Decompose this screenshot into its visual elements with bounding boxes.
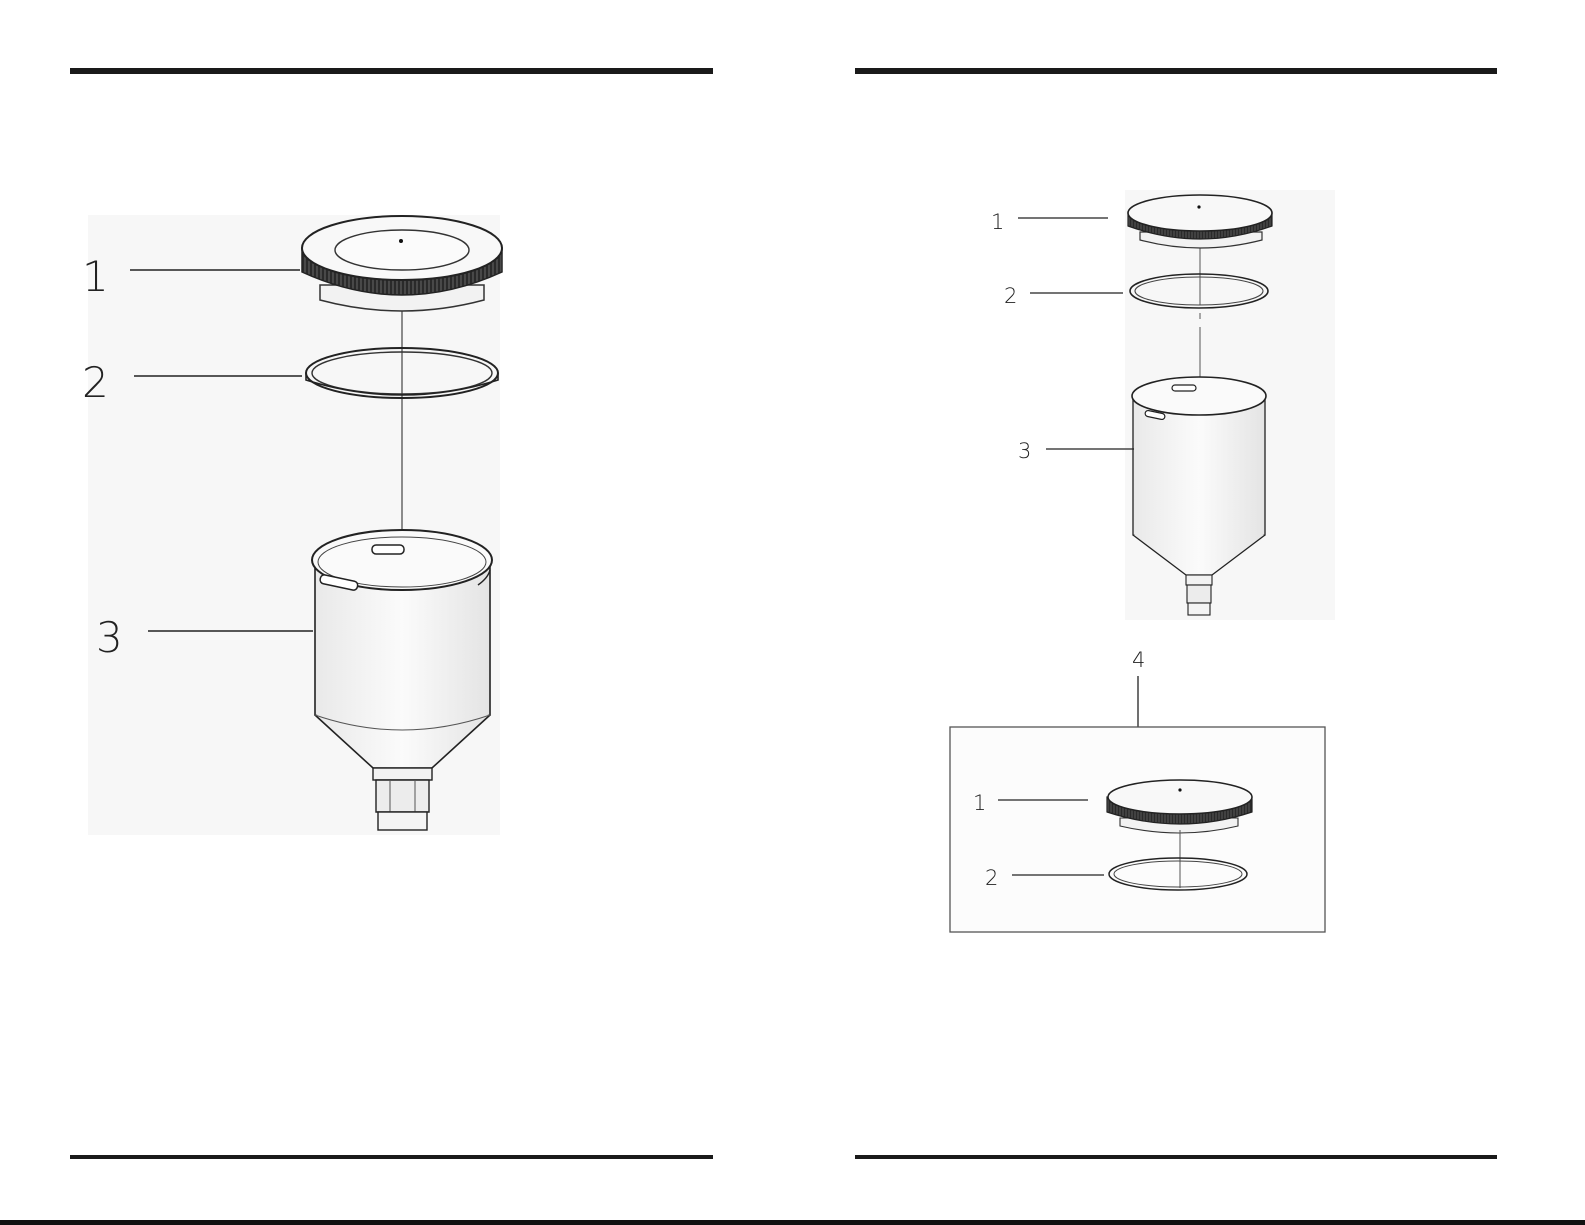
left-callout-3: 3 bbox=[96, 617, 123, 659]
kit-callout-1: 1 bbox=[973, 793, 986, 814]
left-callout-1: 1 bbox=[82, 256, 109, 298]
right-callout-2: 2 bbox=[1004, 286, 1017, 307]
left-callout-2: 2 bbox=[82, 362, 109, 404]
right-lid-part bbox=[1128, 195, 1272, 248]
right-callout-3: 3 bbox=[1018, 441, 1031, 462]
kit-lid-part bbox=[1107, 780, 1252, 833]
kit-callout-4: 4 bbox=[1132, 650, 1145, 671]
kit-callout-2: 2 bbox=[985, 868, 998, 889]
left-lid-part bbox=[302, 216, 502, 311]
right-callout-1: 1 bbox=[991, 212, 1004, 233]
